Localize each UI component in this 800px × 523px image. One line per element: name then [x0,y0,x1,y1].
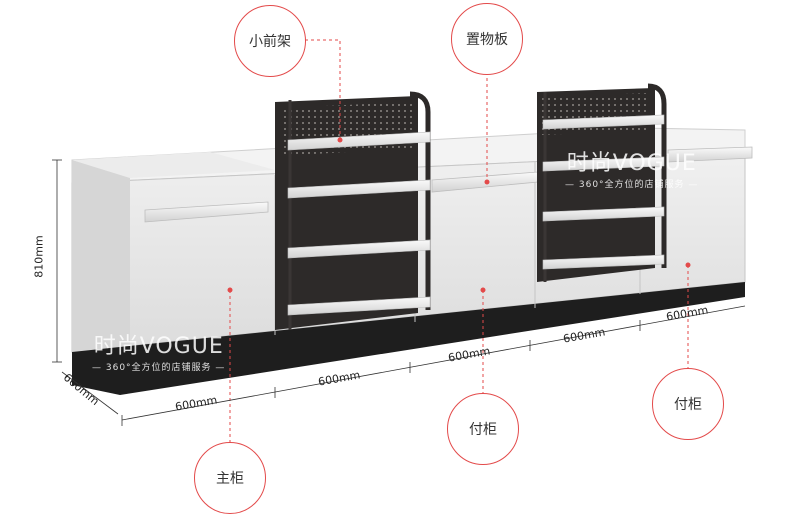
depth-dimension-line [61,371,119,415]
watermark-brand: 时尚VOGUE [566,151,697,176]
callout-label: 小前架 [249,34,291,50]
callout-shelf-board: 置物板 [451,3,523,75]
height-label: 810mm [32,235,46,278]
watermark-tagline: — 360°全方位的店铺服务 — [565,180,699,190]
side-shelf-right [667,146,753,163]
marker-small-front-rack [337,137,343,143]
callout-label: 付柜 [469,422,497,438]
small-front-rack-left [275,91,431,330]
marker-shelf-board [484,179,490,185]
cabinet-side [72,160,130,360]
small-front-rack-right [537,83,667,282]
marker-side-cabinet-center [480,287,486,293]
callout-side-cabinet-center: 付柜 [447,393,519,465]
width-dimension-line [121,305,746,421]
callout-label: 付柜 [674,397,702,413]
watermark-right: 时尚VOGUE — 360°全方位的店铺服务 — [565,145,698,190]
callout-small-front-rack: 小前架 [234,5,306,77]
callout-side-cabinet-right: 付柜 [652,368,724,440]
callout-label: 主柜 [216,471,244,487]
main-cabinet-top [72,152,275,178]
marker-main-cabinet [227,287,233,293]
watermark-tagline: — 360°全方位的店铺服务 — [92,363,226,373]
marker-side-cabinet-right [685,262,691,268]
watermark-brand: 时尚VOGUE [93,334,224,359]
watermark-left: 时尚VOGUE — 360°全方位的店铺服务 — [92,328,225,373]
callout-label: 置物板 [466,32,508,48]
side-shelf-left [144,201,269,223]
cabinet-plinth [72,282,745,395]
callout-main-cabinet: 主柜 [194,442,266,514]
